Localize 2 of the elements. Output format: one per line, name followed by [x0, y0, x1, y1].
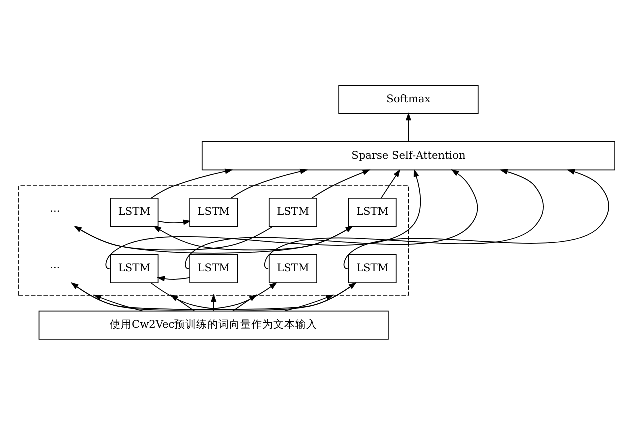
node-text: ··· — [50, 262, 60, 275]
node-text: ··· — [50, 206, 60, 218]
